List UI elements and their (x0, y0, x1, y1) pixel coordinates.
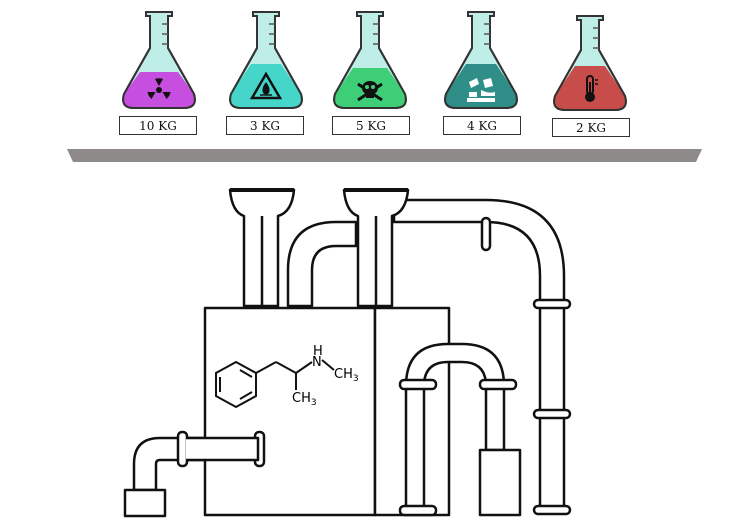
flask-toxic[interactable] (325, 8, 415, 138)
thermometer-icon (585, 75, 598, 102)
weight-label-heat: 2 KG (552, 118, 630, 137)
flask-flammable[interactable] (221, 8, 311, 138)
weight-label-flammable: 3 KG (226, 116, 304, 135)
shelf (67, 149, 702, 162)
formula-ch3-right: CH3 (334, 367, 359, 384)
flask-radioactive-graphic (122, 11, 196, 109)
radiation-icon (147, 78, 171, 99)
corrosive-icon (467, 78, 495, 102)
reactor-tank-left (203, 306, 377, 517)
return-pipe (392, 198, 566, 512)
flask-toxic-graphic (333, 11, 407, 109)
formula-h: H (313, 344, 323, 359)
skull-icon (357, 81, 383, 102)
flask-corrosive[interactable] (436, 8, 526, 138)
flask-corrosive-graphic (444, 11, 518, 109)
flask-heat[interactable] (543, 8, 633, 138)
pump-block (478, 448, 522, 517)
flask-flammable-graphic (229, 11, 303, 109)
molecule-diagram (215, 359, 335, 409)
outlet-bucket (123, 488, 167, 518)
formula-n: N (312, 355, 322, 370)
arch-pipe (286, 220, 358, 308)
flask-heat-graphic (553, 15, 627, 111)
weight-label-toxic: 5 KG (332, 116, 410, 135)
weight-label-corrosive: 4 KG (443, 116, 521, 135)
formula-ch3-bottom: CH3 (292, 391, 317, 408)
flask-radioactive[interactable] (114, 8, 204, 138)
flame-icon (249, 71, 283, 100)
weight-label-radioactive: 10 KG (119, 116, 197, 135)
